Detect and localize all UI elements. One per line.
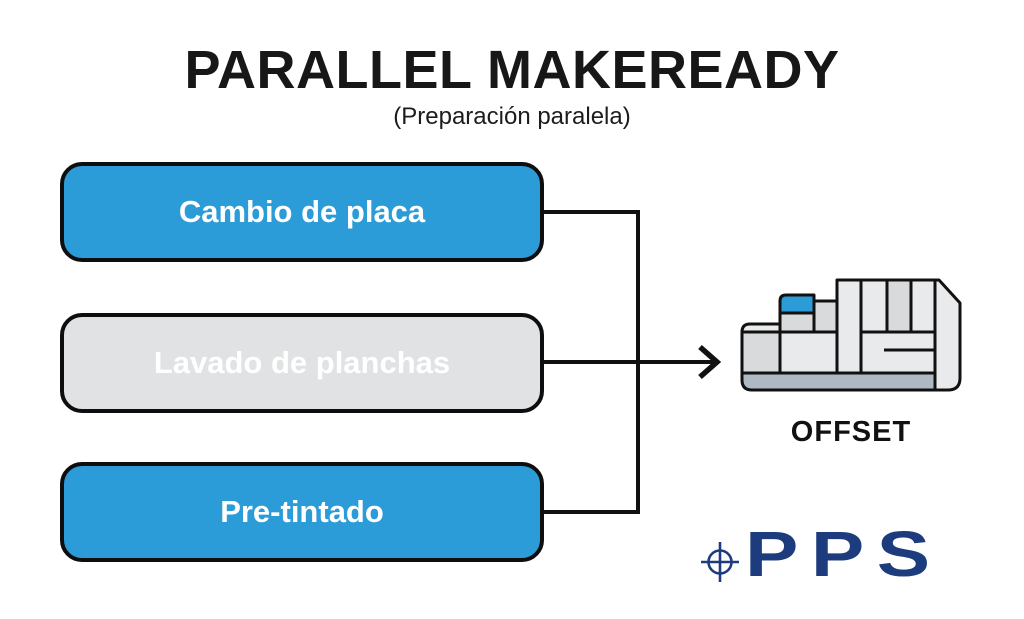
pps-logo: PPS bbox=[695, 522, 995, 602]
offset-press-icon bbox=[740, 278, 962, 392]
arrowhead-icon bbox=[698, 344, 722, 380]
step-label: Lavado de planchas bbox=[153, 345, 451, 380]
page-title: PARALLEL MAKEREADY bbox=[184, 40, 840, 100]
step-box-cambio-de-placa: Cambio de placa bbox=[60, 162, 544, 262]
step-label: Pre-tintado bbox=[220, 494, 384, 529]
offset-label: OFFSET bbox=[790, 416, 912, 448]
registration-mark-icon bbox=[701, 542, 739, 582]
step-box-lavado-de-planchas: Lavado de planchas bbox=[60, 313, 544, 413]
header: PARALLEL MAKEREADY (Preparación paralela… bbox=[0, 42, 1024, 131]
step-box-pre-tintado: Pre-tintado bbox=[60, 462, 544, 562]
step-label: Cambio de placa bbox=[178, 194, 426, 229]
page-subtitle: (Preparación paralela) bbox=[393, 102, 631, 130]
logo-text: PPS bbox=[745, 518, 943, 590]
